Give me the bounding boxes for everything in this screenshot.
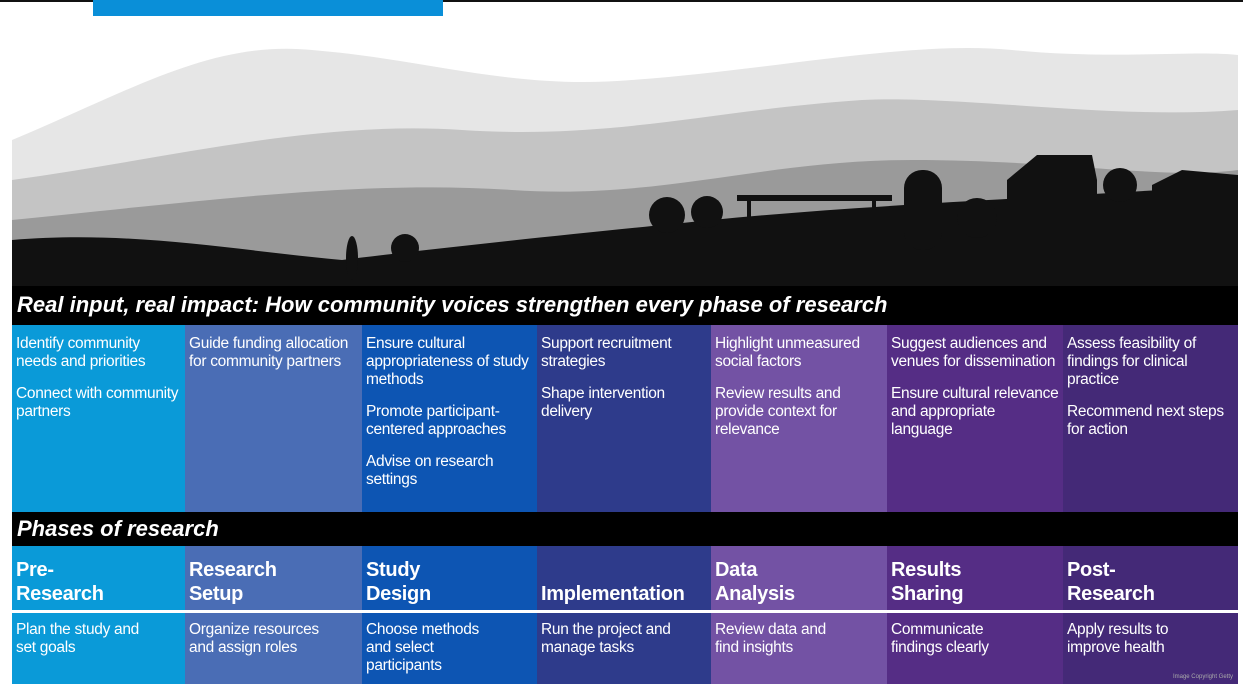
input-item: Support recruitment strategies <box>541 335 672 370</box>
input-item: Review results and provide context for r… <box>715 385 841 438</box>
phase-cell: Results Sharing <box>887 546 1063 610</box>
copyright-note: Image Copyright Getty <box>1172 674 1233 680</box>
divider <box>12 610 1238 613</box>
input-item: Recommend next steps for action <box>1067 403 1224 438</box>
desc-results-sharing: Communicate findings clearly <box>887 613 1063 684</box>
input-item: Guide funding allocation for community p… <box>189 335 349 370</box>
phases-heading: Phases of research <box>12 512 1238 546</box>
phase-research-setup: Research Setup <box>189 559 277 605</box>
inputs-results-sharing: Suggest audiences and venues for dissemi… <box>887 325 1063 512</box>
input-item: Suggest audiences and venues for dissemi… <box>891 335 1056 370</box>
desc-study-design: Choose methods and select participants <box>362 613 537 684</box>
desc-pre-research: Plan the study and set goals <box>12 613 185 684</box>
phase-pre-research: Pre-Research <box>16 559 104 605</box>
desc-post-research: Apply results to improve health <box>1063 613 1238 684</box>
phase-cell: Research Setup <box>185 546 362 610</box>
input-item: Promote participant-centered approaches <box>366 403 506 438</box>
phase-data-analysis: Data Analysis <box>715 559 795 605</box>
phase-descriptions-row: Plan the study and set goals Organize re… <box>12 613 1238 684</box>
inputs-study-design: Ensure cultural appropriateness of study… <box>362 325 537 512</box>
phase-cell: Implementation <box>537 546 711 610</box>
input-item: Connect with community partners <box>16 385 179 420</box>
desc-implementation: Run the project and manage tasks <box>537 613 711 684</box>
inputs-research-setup: Guide funding allocation for community p… <box>185 325 362 512</box>
phase-cell: Study Design <box>362 546 537 610</box>
inputs-post-research: Assess feasibility of findings for clini… <box>1063 325 1238 512</box>
phase-study-design: Study Design <box>366 559 431 605</box>
phase-cell: Data Analysis <box>711 546 887 610</box>
desc-data-analysis: Review data and find insights <box>711 613 887 684</box>
input-item: Shape intervention delivery <box>541 385 665 420</box>
page-title: Real input, real impact: How community v… <box>12 286 1238 325</box>
top-border <box>0 0 1243 2</box>
phase-post-research: Post-Research <box>1067 559 1155 605</box>
accent-bar <box>93 0 443 16</box>
phase-cell: Post-Research <box>1063 546 1238 610</box>
rural-landscape-illustration <box>12 47 1238 290</box>
input-item: Identify community needs and priorities <box>16 335 146 370</box>
desc-research-setup: Organize resources and assign roles <box>185 613 362 684</box>
input-item: Ensure cultural relevance and appropriat… <box>891 385 1059 438</box>
phase-results-sharing: Results Sharing <box>891 559 964 605</box>
input-item: Ensure cultural appropriateness of study… <box>366 335 529 388</box>
input-item: Highlight unmeasured social factors <box>715 335 860 370</box>
phase-implementation: Implementation <box>541 583 685 605</box>
input-item: Advise on research settings <box>366 453 494 488</box>
phase-headers-row: Pre-Research Research Setup Study Design… <box>12 546 1238 610</box>
phase-cell: Pre-Research <box>12 546 185 610</box>
input-item: Assess feasibility of findings for clini… <box>1067 335 1196 388</box>
